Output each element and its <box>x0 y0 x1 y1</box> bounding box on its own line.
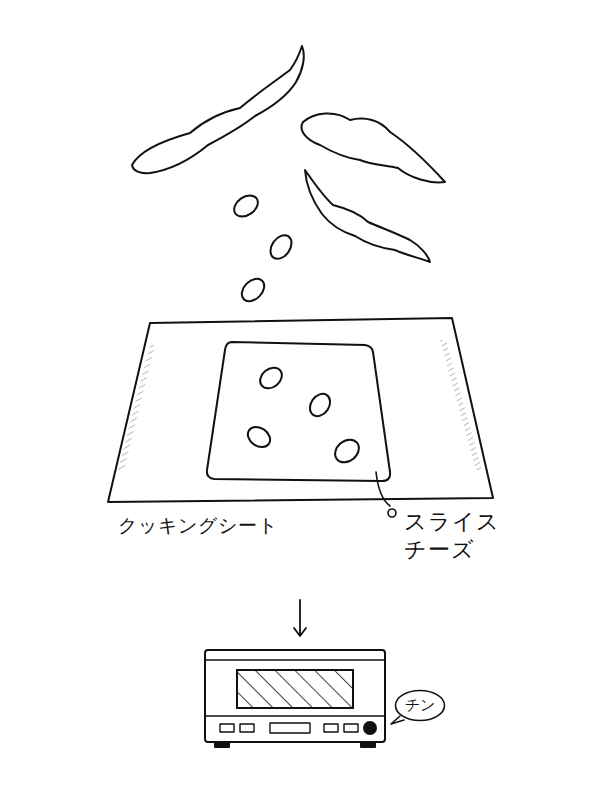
microwave-window <box>237 670 353 708</box>
edamame-bean <box>331 435 364 467</box>
bubble-tail <box>391 716 404 724</box>
sheet-label: クッキングシート <box>118 514 318 538</box>
microwave-dial <box>364 722 376 734</box>
microwave-foot <box>215 742 229 747</box>
bubble-ellipse <box>396 691 445 721</box>
speech-bubble: チン <box>394 689 446 722</box>
edamame-pod <box>305 170 430 262</box>
sound-text: チン <box>405 696 435 715</box>
microwave-top-band <box>205 659 385 661</box>
edamame-bean <box>256 363 286 392</box>
microwave-display <box>270 723 310 733</box>
microwave-panel-line <box>205 715 385 716</box>
edamame-pod <box>302 113 445 182</box>
microwave-button <box>220 724 234 732</box>
edamame-bean <box>306 390 335 420</box>
microwave-button <box>324 724 338 732</box>
down-arrow <box>294 600 306 636</box>
edamame-bean <box>244 423 274 452</box>
microwave-foot <box>361 742 375 747</box>
edamame-bean <box>237 274 268 305</box>
microwave-body <box>205 650 385 742</box>
leader-line <box>376 472 390 506</box>
microwave-button <box>240 724 254 732</box>
edamame-bean <box>230 191 262 221</box>
microwave-window-frame <box>237 670 353 708</box>
leader-curl <box>388 509 396 517</box>
microwave-button <box>344 724 358 732</box>
edamame-pod <box>132 46 304 173</box>
sliced-cheese <box>207 342 390 481</box>
cheese-label: スライス チーズ <box>404 508 500 563</box>
edamame-bean <box>266 231 296 263</box>
bubble-inner: チン <box>405 696 435 715</box>
cooking-sheet <box>108 318 493 502</box>
